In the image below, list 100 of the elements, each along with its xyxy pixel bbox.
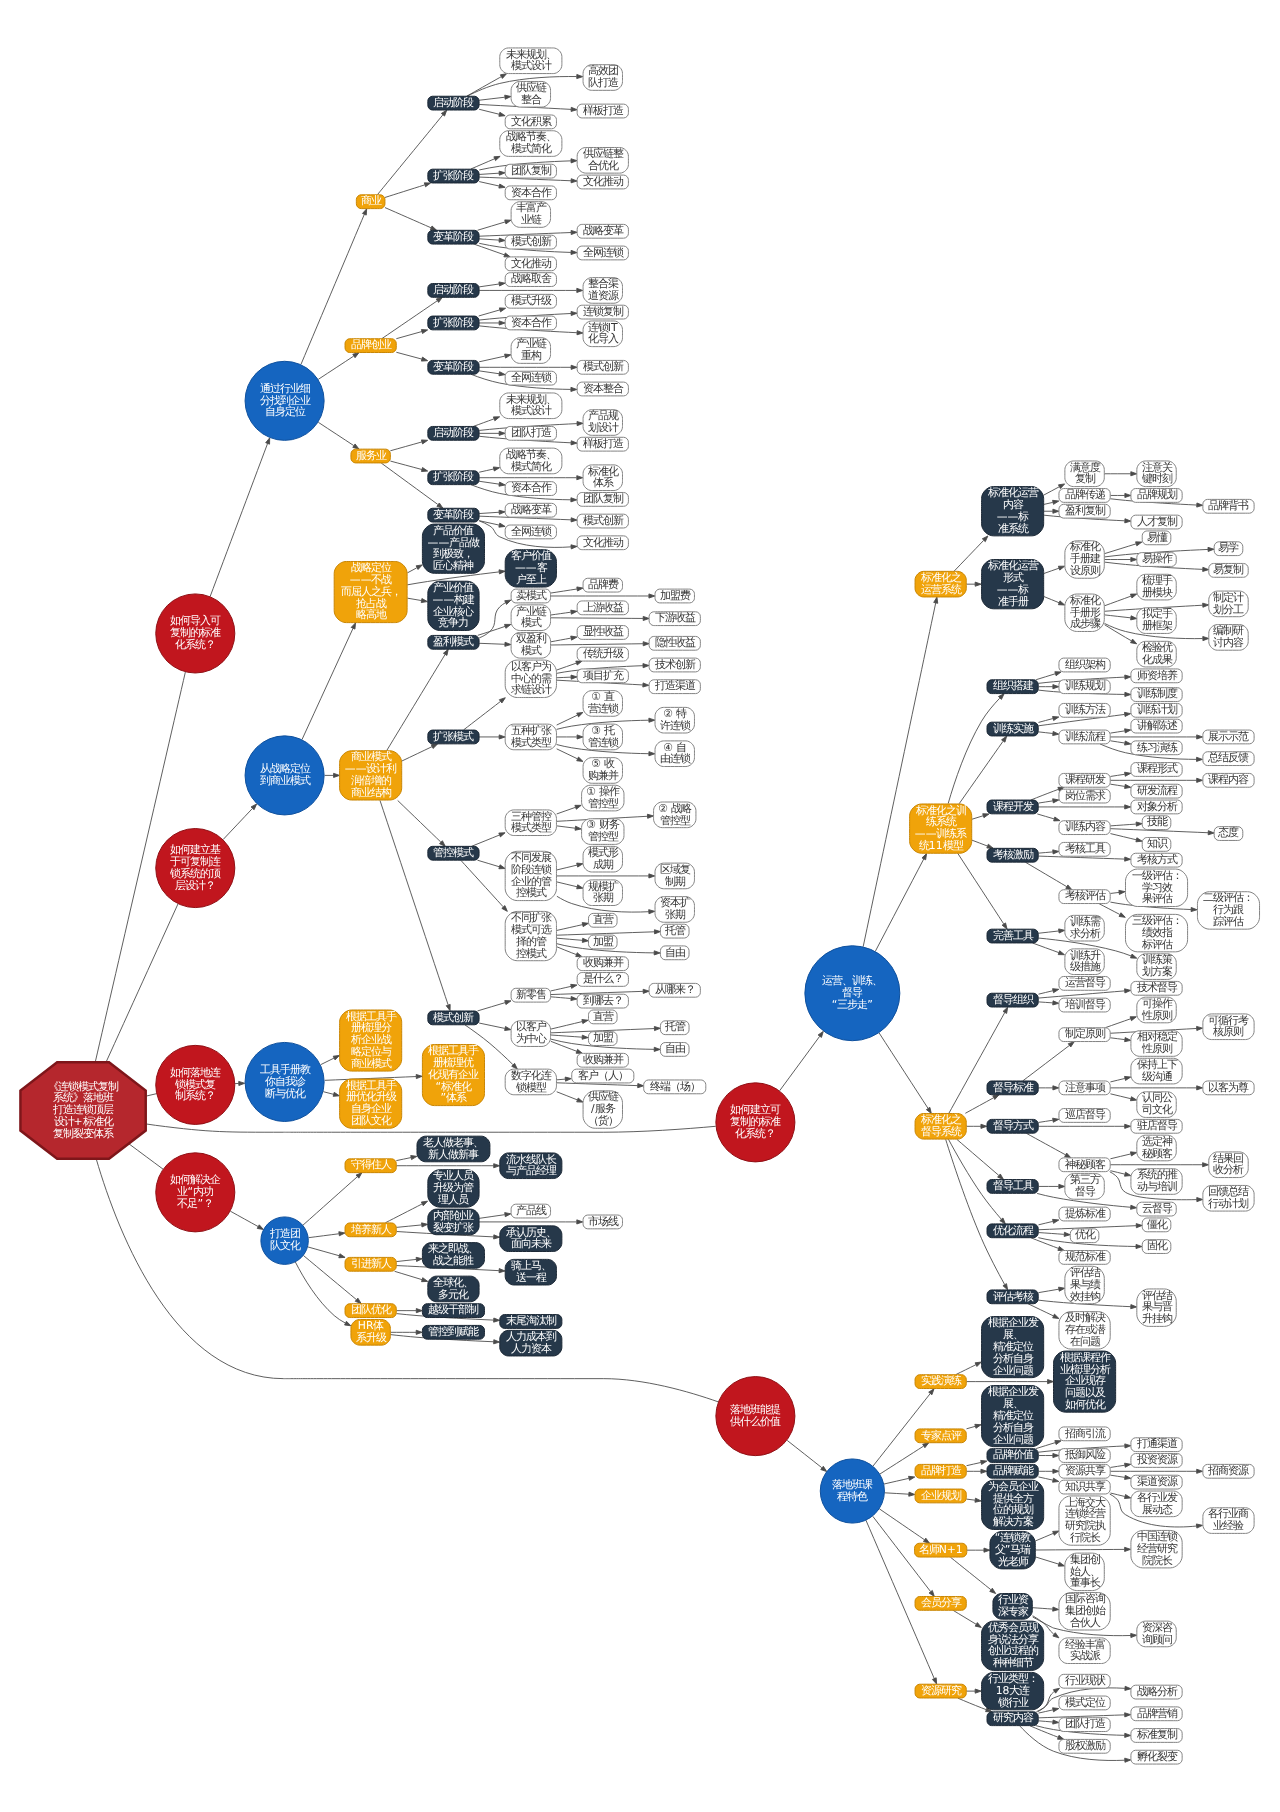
arrow bbox=[556, 717, 656, 730]
arrow bbox=[478, 230, 578, 237]
connector bbox=[94, 671, 186, 1063]
arrow bbox=[1038, 1183, 1066, 1189]
arrow bbox=[556, 881, 584, 890]
arrow bbox=[301, 622, 356, 741]
arrow bbox=[466, 73, 507, 97]
arrow bbox=[1043, 499, 1060, 505]
arrow bbox=[1104, 623, 1210, 642]
arrow bbox=[556, 813, 654, 822]
arrow bbox=[477, 859, 506, 870]
arrow bbox=[1038, 1231, 1071, 1237]
arrow bbox=[556, 674, 578, 680]
arrow bbox=[966, 1497, 982, 1503]
arrow bbox=[1104, 624, 1138, 645]
arrow bbox=[786, 1440, 828, 1472]
arrow bbox=[1038, 928, 1066, 934]
arrow bbox=[556, 660, 583, 671]
arrow bbox=[550, 996, 578, 1002]
arrow bbox=[1038, 798, 1060, 804]
arrow bbox=[473, 243, 511, 258]
arrow bbox=[550, 988, 650, 995]
arrow bbox=[466, 74, 584, 97]
arrow bbox=[953, 535, 989, 572]
arrow bbox=[862, 596, 939, 948]
arrow bbox=[478, 734, 506, 740]
arrow bbox=[478, 1219, 584, 1225]
arrow bbox=[308, 1231, 346, 1239]
arrow bbox=[556, 922, 589, 931]
arrow bbox=[478, 158, 578, 171]
arrow bbox=[1038, 849, 1060, 855]
arrow bbox=[958, 735, 1008, 805]
arrow bbox=[384, 207, 438, 231]
arrow bbox=[478, 307, 507, 317]
arrow bbox=[1103, 471, 1138, 477]
arrow bbox=[1038, 1085, 1060, 1091]
arrow bbox=[1025, 861, 1073, 891]
arrow bbox=[1036, 813, 1061, 822]
arrow bbox=[1035, 1725, 1132, 1738]
arrow bbox=[471, 832, 506, 847]
arrow bbox=[956, 1138, 1004, 1180]
arrow bbox=[556, 895, 656, 915]
arrow bbox=[294, 1261, 352, 1327]
arrow bbox=[389, 439, 429, 452]
arrow bbox=[384, 1200, 428, 1224]
arrow bbox=[1038, 1468, 1060, 1474]
arrow bbox=[1034, 1530, 1060, 1542]
arrow bbox=[1109, 1493, 1203, 1529]
arrow bbox=[1110, 1462, 1132, 1468]
arrow bbox=[389, 1329, 423, 1335]
arrow bbox=[478, 108, 506, 117]
arrow bbox=[478, 320, 506, 326]
arrow bbox=[1110, 492, 1132, 498]
arrow bbox=[948, 1006, 1009, 1114]
arrow bbox=[1043, 483, 1066, 496]
arrow bbox=[477, 623, 512, 636]
arrow bbox=[1103, 593, 1138, 607]
arrow bbox=[1036, 1193, 1138, 1210]
arrow bbox=[550, 1040, 583, 1054]
arrow bbox=[478, 237, 506, 243]
arrow bbox=[1037, 855, 1132, 862]
arrow bbox=[1110, 728, 1132, 734]
arrow bbox=[478, 364, 578, 370]
arrow bbox=[1032, 1616, 1138, 1638]
arrow bbox=[406, 597, 428, 604]
arrow bbox=[1099, 743, 1203, 762]
arrow bbox=[470, 155, 501, 170]
arrow bbox=[1026, 1132, 1072, 1159]
arrow bbox=[556, 744, 656, 757]
arrow bbox=[966, 1459, 988, 1467]
arrow bbox=[1110, 1037, 1132, 1043]
arrow bbox=[1037, 1223, 1143, 1231]
arrow bbox=[389, 460, 429, 472]
arrow bbox=[947, 1138, 1006, 1225]
arrow bbox=[971, 839, 994, 849]
arrow bbox=[1038, 1476, 1060, 1483]
arrow bbox=[550, 609, 578, 616]
arrow bbox=[209, 437, 271, 598]
arrow bbox=[1037, 711, 1132, 727]
arrow bbox=[556, 873, 656, 879]
arrow bbox=[401, 743, 438, 762]
arrow bbox=[302, 1255, 362, 1304]
arrow bbox=[478, 104, 578, 112]
arrow bbox=[1109, 734, 1204, 740]
arrow bbox=[1037, 1687, 1060, 1713]
arrow bbox=[1037, 1237, 1143, 1249]
arrow bbox=[1035, 1546, 1131, 1552]
arrow bbox=[966, 581, 982, 587]
arrow bbox=[947, 693, 1005, 805]
arrow bbox=[971, 813, 990, 820]
arrow bbox=[1109, 1468, 1204, 1474]
arrow bbox=[556, 937, 589, 943]
arrow bbox=[556, 946, 583, 958]
arrow bbox=[386, 648, 449, 752]
arrow bbox=[965, 1379, 1054, 1385]
arrow bbox=[317, 421, 360, 450]
arrow bbox=[1109, 1162, 1209, 1168]
arrow bbox=[478, 170, 506, 176]
arrow bbox=[1109, 1085, 1204, 1091]
arrow bbox=[556, 1076, 572, 1082]
